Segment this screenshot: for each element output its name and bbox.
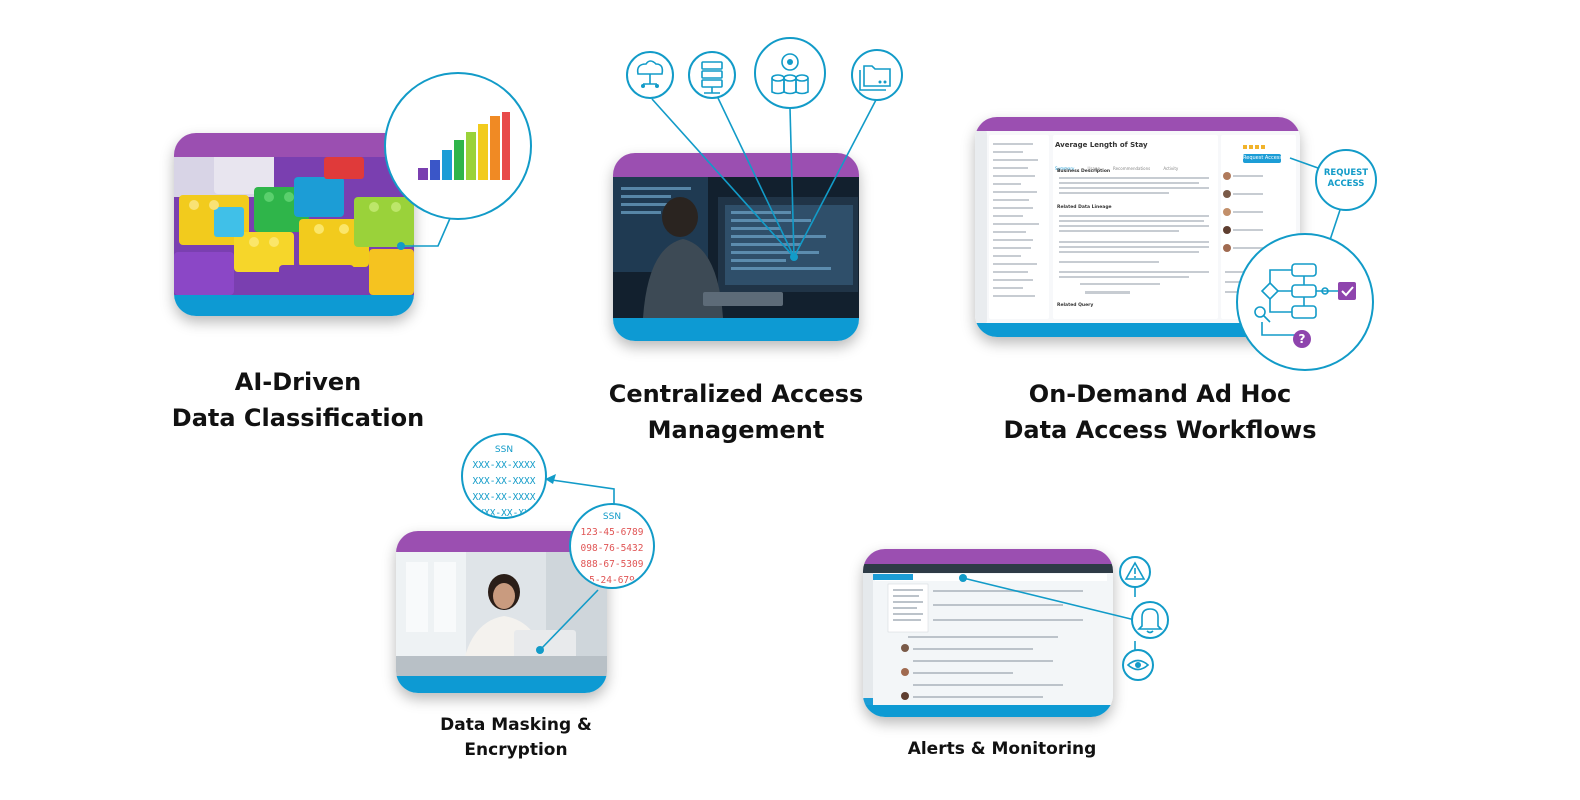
ssn-masked-row: XXX-XX-XXXX <box>472 492 536 503</box>
cloud-network-icon <box>626 51 674 99</box>
ssn-clear-row: 123-45-6789 <box>580 527 644 538</box>
masking-label: Data Masking & Encryption <box>406 713 626 763</box>
ssn-clear-row: 5-24-679 <box>589 575 635 585</box>
monitoring-card <box>863 549 1113 717</box>
section-business-description: Business Description <box>1057 169 1111 174</box>
tab-recommendations[interactable]: Recommendations <box>1113 166 1151 171</box>
ssn-clear-row: 888-67-5309 <box>580 559 644 570</box>
tab-usage[interactable]: Usage <box>1087 166 1100 171</box>
analyst-workstation-image <box>613 177 859 318</box>
question-mark-icon: ? <box>1298 332 1306 346</box>
ssn-masked-bubble: SSN XXX-XX-XXXX XXX-XX-XXXX XXX-XX-XXXX … <box>464 442 544 516</box>
workflow-card: Average Length of Stay Request Access Su… <box>975 117 1300 337</box>
server-icon <box>688 51 736 99</box>
ssn-clear-row: 098-76-5432 <box>580 543 644 554</box>
workflows-line1: On-Demand Ad Hoc <box>1028 380 1292 408</box>
request-access-line2: ACCESS <box>1327 179 1365 189</box>
tab-activity[interactable]: Activity <box>1163 166 1179 171</box>
app-title: Average Length of Stay <box>1055 141 1148 149</box>
classification-line2: Data Classification <box>171 404 425 432</box>
workflows-label: On-Demand Ad Hoc Data Access Workflows <box>980 376 1340 448</box>
eye-icon <box>1122 649 1154 681</box>
ssn-masked-row: XXX-XX-XX <box>478 508 530 516</box>
catalog-app-screenshot: Average Length of Stay Request Access Su… <box>975 131 1300 323</box>
database-gear-icon <box>754 37 826 109</box>
woman-laptop-image <box>396 552 607 676</box>
section-related-lineage: Related Data Lineage <box>1057 205 1112 210</box>
monitoring-label: Alerts & Monitoring <box>882 737 1122 762</box>
masking-line1: Data Masking & <box>440 715 592 735</box>
ssn-masked-row: XXX-XX-XXXX <box>472 460 536 471</box>
warning-icon <box>1119 556 1151 588</box>
request-access-button[interactable]: Request Access <box>1243 154 1281 163</box>
ssn-masked-heading: SSN <box>494 445 514 455</box>
folder-stack-icon <box>851 49 903 101</box>
ssn-masked-row: XXX-XX-XXXX <box>472 476 536 487</box>
activity-feed-screenshot <box>863 564 1113 705</box>
section-related-query: Related Query <box>1057 303 1094 308</box>
request-access-line1: REQUEST <box>1323 168 1369 178</box>
ssn-clear-heading: SSN <box>602 512 622 522</box>
classification-card <box>174 133 414 316</box>
access-label: Centralized Access Management <box>586 376 886 448</box>
ssn-clear-bubble: SSN 123-45-6789 098-76-5432 888-67-5309 … <box>572 509 652 585</box>
classification-line1: AI-Driven <box>234 368 362 396</box>
access-card <box>613 153 859 341</box>
monitoring-line1: Alerts & Monitoring <box>907 739 1097 759</box>
workflows-line2: Data Access Workflows <box>1003 416 1317 444</box>
bell-icon <box>1131 601 1169 639</box>
access-line2: Management <box>647 416 825 444</box>
lego-bricks-image <box>174 157 414 295</box>
access-line1: Centralized Access <box>608 380 864 408</box>
request-access-bubble: REQUEST ACCESS <box>1316 168 1376 190</box>
classification-label: AI-Driven Data Classification <box>148 364 448 436</box>
tab-summary[interactable]: Summary <box>1055 166 1075 171</box>
masking-line2: Encryption <box>464 740 568 760</box>
